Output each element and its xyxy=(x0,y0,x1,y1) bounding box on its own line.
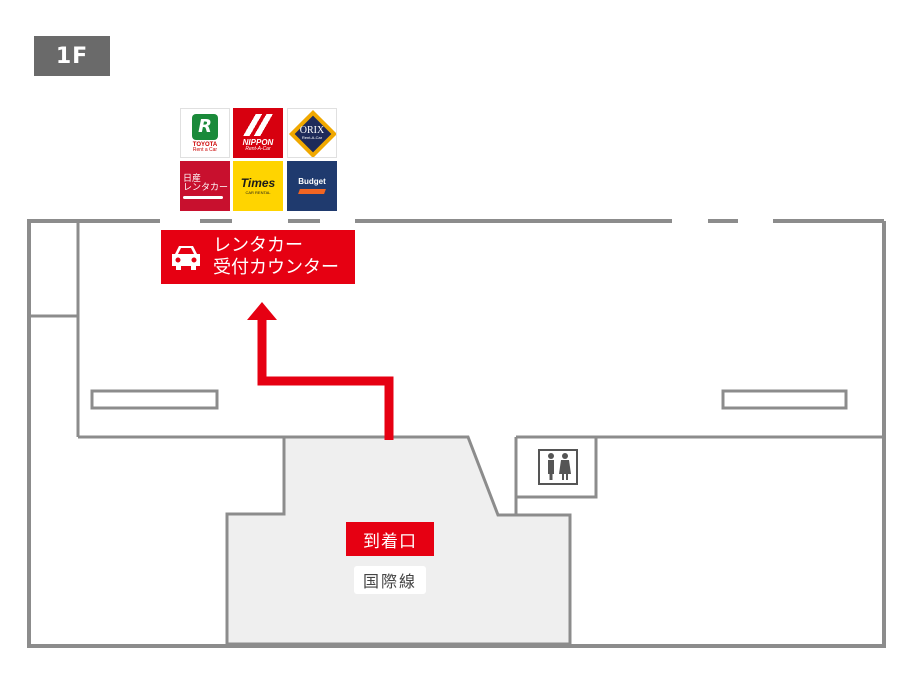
international-text: 国際線 xyxy=(362,572,417,591)
times-logo-text: Times xyxy=(240,176,276,190)
interior-walls xyxy=(30,223,883,515)
nippon-rental-logo: NIPPON Rent-A-Car xyxy=(233,108,283,158)
arrival-text: 到着口 xyxy=(363,531,417,552)
toyota-logo-text: TOYOTA xyxy=(192,141,218,148)
walls xyxy=(27,219,886,648)
toyota-logo-sub: Rent a Car xyxy=(192,146,218,153)
toyota-rental-logo: R TOYOTA Rent a Car xyxy=(180,108,230,158)
counter-line1: レンタカー xyxy=(213,235,303,256)
nippon-logo-sub: Rent-A-Car xyxy=(245,146,271,152)
budget-logo-text: Budget xyxy=(298,177,326,186)
orix-logo-text: ORIX xyxy=(299,125,325,136)
car-icon xyxy=(172,246,200,270)
bench-right xyxy=(721,389,848,410)
route-arrow-line xyxy=(257,316,394,440)
times-logo-sub: CAR RENTAL xyxy=(245,190,271,195)
floor-label: 1F xyxy=(55,43,89,69)
nippon-logo-text: NIPPON xyxy=(242,138,274,147)
restroom-icon xyxy=(538,449,578,485)
floor-badge: 1F xyxy=(34,36,110,76)
international-label: 国際線 xyxy=(354,566,426,594)
orix-rental-logo: ORIX Rent-A-Car xyxy=(287,108,337,158)
counter-line2: 受付カウンター xyxy=(213,257,339,278)
rental-car-counter-label: レンタカー 受付カウンター xyxy=(161,230,355,284)
bench-left xyxy=(90,389,219,410)
nissan-logo-text: 日産 xyxy=(183,172,202,183)
arrival-gate-label: 到着口 xyxy=(346,522,434,556)
budget-rental-logo: Budget xyxy=(287,161,337,211)
nissan-logo-sub: レンタカー xyxy=(183,181,229,192)
nissan-rental-logo: 日産 レンタカー xyxy=(180,161,230,211)
orix-logo-sub: Rent-A-Car xyxy=(301,135,323,140)
times-rental-logo: Times CAR RENTAL xyxy=(233,161,283,211)
route-arrow-head xyxy=(247,302,277,320)
